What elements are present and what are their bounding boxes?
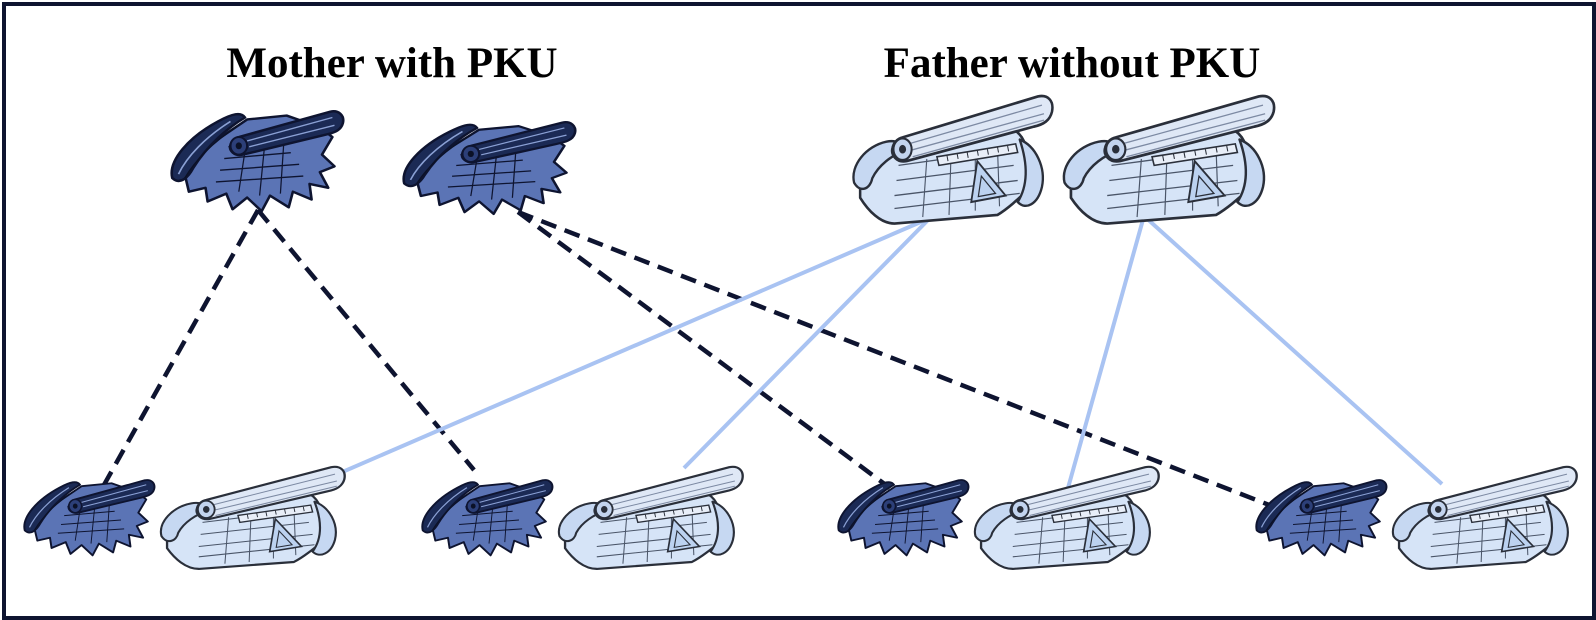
- child-2-blueprint-scroll-dark-icon: [421, 479, 554, 557]
- allele-icons: [23, 94, 1578, 571]
- mother-blueprint-scroll-dark-icon-2: [402, 120, 577, 216]
- mother-link-2: [256, 208, 476, 472]
- father-label: Father without PKU: [883, 40, 1261, 87]
- child-3-blueprint-scroll-light-icon: [973, 465, 1160, 571]
- father-blueprint-scroll-light-icon-2: [1062, 94, 1276, 225]
- mother-link-1: [98, 208, 260, 494]
- child-2-blueprint-scroll-light-icon: [557, 465, 744, 571]
- mother-label: Mother with PKU: [226, 40, 558, 87]
- mother-blueprint-scroll-dark-icon-1: [170, 109, 345, 213]
- father-link-7: [1066, 215, 1146, 489]
- child-4-blueprint-scroll-dark-icon: [1255, 479, 1388, 557]
- father-blueprint-scroll-light-icon-1: [852, 94, 1054, 225]
- child-3-blueprint-scroll-dark-icon: [837, 479, 970, 557]
- child-1-blueprint-scroll-dark-icon: [23, 479, 156, 557]
- father-link-5: [309, 216, 931, 488]
- father-link-6: [682, 216, 932, 470]
- father-link-8: [1142, 214, 1444, 486]
- mother-link-4: [517, 209, 1283, 513]
- child-4-blueprint-scroll-light-icon: [1391, 465, 1578, 571]
- child-1-blueprint-scroll-light-icon: [159, 465, 346, 571]
- mother-link-3: [516, 210, 892, 490]
- inheritance-links: [98, 208, 1444, 513]
